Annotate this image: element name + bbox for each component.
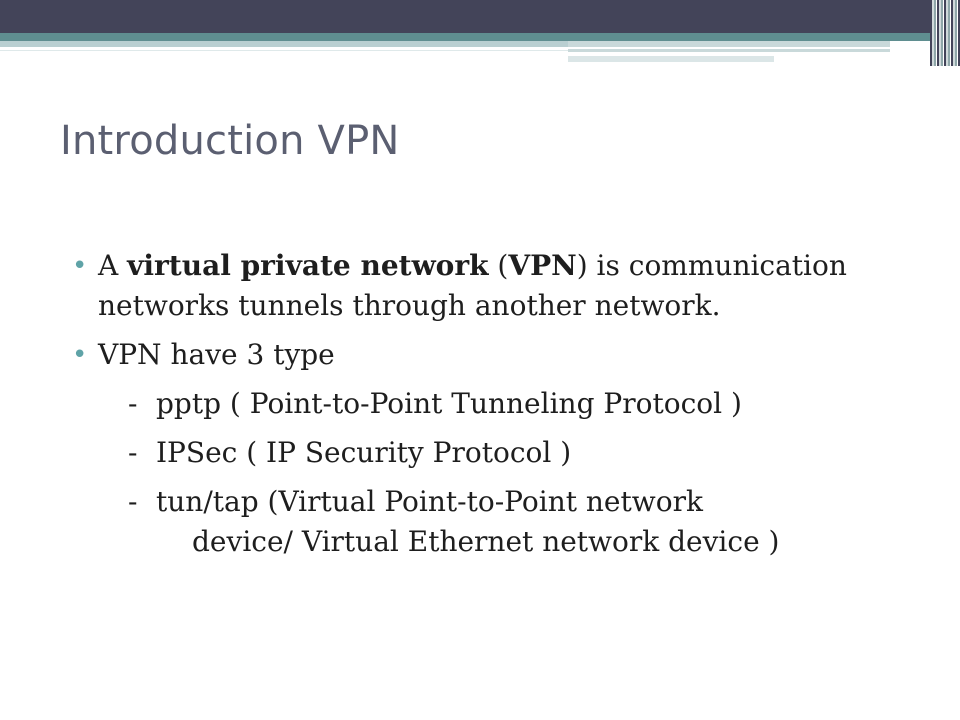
bullet-marker: • — [72, 340, 88, 370]
dash-marker: - — [128, 436, 138, 469]
dash-marker: - — [128, 387, 138, 420]
bullet-marker: • — [72, 251, 88, 281]
vpn-type-tuntap-continuation: device/ Virtual Ethernet network device … — [192, 525, 780, 558]
header-dark-bar — [0, 0, 960, 33]
header-step-highlight — [568, 47, 890, 49]
bullet-vpn-types: • VPN have 3 type — [72, 335, 932, 375]
vpn-type-label: tun/tap (Virtual Point-to-Point network — [156, 485, 703, 518]
definition-text-rest: ) is communication networks tunnels thro… — [98, 249, 847, 322]
header-step-bottom — [568, 56, 774, 62]
header-step-band — [568, 41, 890, 52]
definition-term: virtual private network — [127, 249, 489, 282]
slide-body: • A virtual private network (VPN) is com… — [72, 246, 932, 562]
slide-title: Introduction VPN — [60, 118, 400, 164]
header-teal-bar — [0, 33, 960, 41]
vpn-type-label: pptp ( Point-to-Point Tunneling Protocol… — [156, 387, 742, 420]
vpn-type-label: IPSec ( IP Security Protocol ) — [156, 436, 572, 469]
vpn-type-ipsec: - IPSec ( IP Security Protocol ) — [72, 433, 932, 473]
vpn-type-pptp: - pptp ( Point-to-Point Tunneling Protoc… — [72, 384, 932, 424]
header-vertical-stripes — [930, 0, 960, 66]
header-light-band — [0, 41, 568, 47]
definition-acronym: VPN — [508, 249, 577, 282]
vpn-type-tuntap: - tun/tap (Virtual Point-to-Point networ… — [72, 482, 932, 522]
dash-marker: - — [128, 485, 138, 518]
definition-text-start: A — [98, 249, 128, 282]
definition-paren-open: ( — [488, 249, 509, 282]
bullet-vpn-definition: • A virtual private network (VPN) is com… — [72, 246, 932, 326]
header-thin-line — [0, 50, 568, 51]
types-heading: VPN have 3 type — [98, 338, 335, 371]
